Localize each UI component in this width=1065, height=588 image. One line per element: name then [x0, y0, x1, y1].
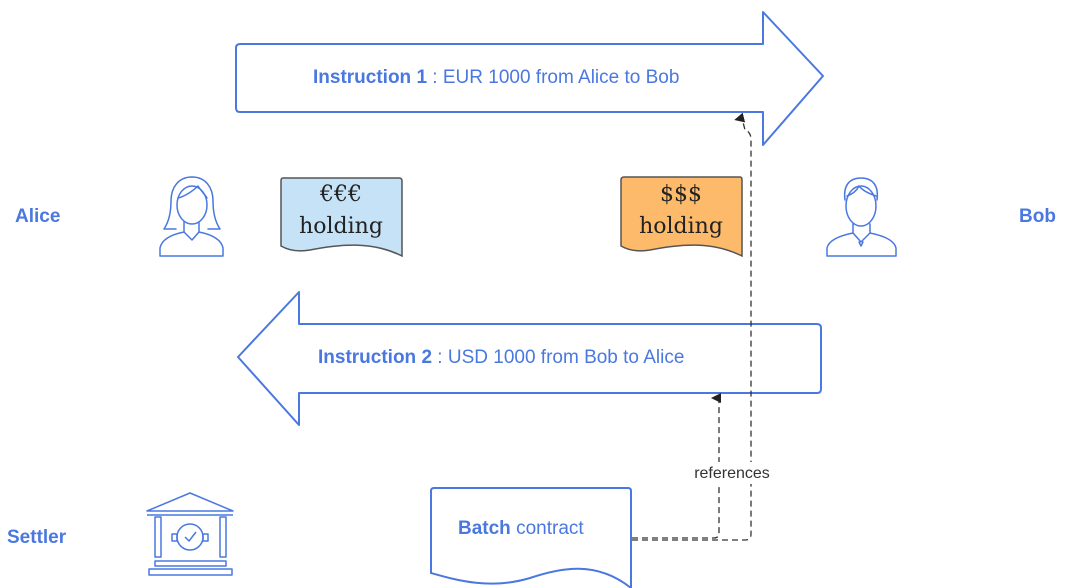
eur-holding-document: €€€ holding — [280, 177, 403, 258]
actor-label-settler: Settler — [7, 527, 67, 548]
batch-contract-document: Batch contract — [430, 487, 632, 588]
person-male-icon — [826, 177, 897, 257]
actor-label-alice: Alice — [15, 206, 60, 227]
instruction-1-title: Instruction 1 — [313, 67, 427, 88]
bank-building-icon — [146, 492, 234, 576]
reference-line-to-instruction-2 — [632, 393, 721, 539]
usd-holding-symbol: $$$ — [660, 182, 702, 207]
person-female-icon — [159, 176, 224, 257]
instruction-1-arrow: Instruction 1 : EUR 1000 from Alice to B… — [235, 11, 824, 146]
batch-contract-subtitle: contract — [511, 518, 585, 539]
instruction-1-detail: : EUR 1000 from Alice to Bob — [427, 67, 679, 88]
reference-line-to-instruction-1 — [632, 112, 752, 541]
instruction-2-detail: : USD 1000 from Bob to Alice — [432, 347, 684, 368]
references-label: references — [694, 465, 770, 482]
actor-label-bob: Bob — [1019, 206, 1056, 227]
eur-holding-symbol: €€€ — [319, 182, 362, 207]
usd-holding-document: $$$ holding — [620, 176, 743, 258]
usd-holding-label: holding — [639, 214, 723, 239]
instruction-2-arrow: Instruction 2 : USD 1000 from Bob to Ali… — [237, 291, 822, 426]
svg-text:Batch contract: Batch contract — [458, 518, 584, 539]
svg-text:Instruction 2 : USD 1000 from: Instruction 2 : USD 1000 from Bob to Ali… — [318, 347, 684, 368]
batch-contract-title: Batch — [458, 518, 511, 539]
reference-connectors — [632, 112, 752, 541]
eur-holding-label: holding — [299, 214, 383, 239]
instruction-2-title: Instruction 2 — [318, 347, 432, 368]
svg-text:Instruction 1 : EUR 1000 from: Instruction 1 : EUR 1000 from Alice to B… — [313, 67, 679, 88]
